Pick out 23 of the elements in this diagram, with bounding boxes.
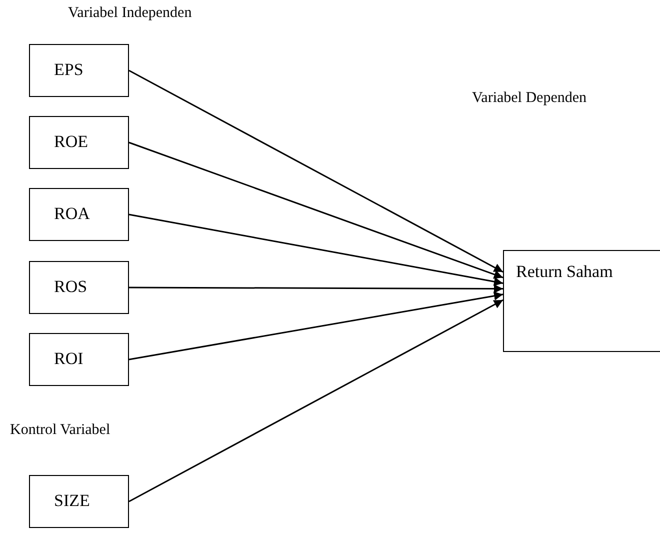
variable-box <box>29 261 129 314</box>
variable-box <box>29 116 129 169</box>
variable-box <box>29 44 129 97</box>
variable-name: ROS <box>54 276 88 298</box>
variable-box <box>29 475 129 528</box>
variable-name: ROA <box>54 203 91 225</box>
group-heading: Variabel Independen <box>68 5 192 22</box>
variable-name: ROE <box>54 131 89 153</box>
group-heading: Variabel Dependen <box>472 90 587 107</box>
group-heading: Kontrol Variabel <box>10 422 110 439</box>
variable-box <box>29 333 129 386</box>
variable-name: ROI <box>54 348 84 370</box>
variable-box <box>29 188 129 241</box>
arrow <box>128 70 504 273</box>
variable-name: Return Saham <box>516 261 614 283</box>
variable-name: EPS <box>54 59 84 81</box>
arrow <box>128 299 504 502</box>
variable-name: SIZE <box>54 490 91 512</box>
arrow <box>128 142 504 279</box>
arrow <box>128 292 504 360</box>
arrow <box>128 214 504 286</box>
arrow <box>129 284 503 294</box>
variable-box <box>503 250 660 352</box>
